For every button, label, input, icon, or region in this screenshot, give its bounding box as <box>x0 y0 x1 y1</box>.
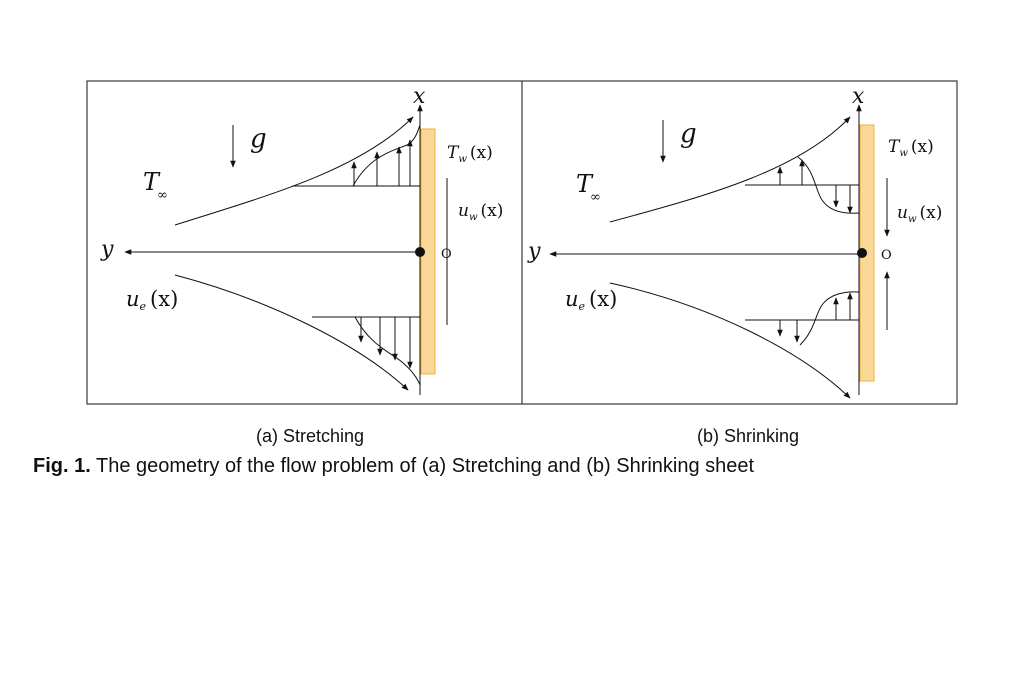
panel-a-caption: (a) Stretching <box>256 426 364 446</box>
panel-a-frame <box>86 80 523 405</box>
y-axis-label: y <box>100 237 114 262</box>
ambient-temperature-label: T∞ <box>576 170 601 205</box>
upper-profile-curve <box>797 156 860 214</box>
lower-boundary-edge <box>609 282 851 399</box>
gravity-label: g <box>250 124 267 154</box>
panel-stretching: x y O g T∞ Tw(x) uw(x) ue(x) <box>86 80 523 446</box>
y-axis-label: y <box>527 239 541 264</box>
external-velocity-label: ue(x) <box>126 287 178 313</box>
origin-dot <box>857 248 867 258</box>
x-axis-label: x <box>852 84 865 109</box>
figure-caption: Fig. 1. The geometry of the flow problem… <box>33 455 755 477</box>
wall-temperature-label: Tw(x) <box>447 143 493 165</box>
x-axis-label: x <box>413 84 426 109</box>
ambient-temperature-label: T∞ <box>143 168 168 203</box>
panel-shrinking: x y O g T∞ Tw(x) uw(x) ue(x) <box>521 80 958 446</box>
panel-b-frame <box>521 80 958 405</box>
figure-caption-text: The geometry of the flow problem of (a) … <box>91 455 755 477</box>
lower-profile-curve <box>799 291 860 346</box>
lower-profile-curve <box>354 316 421 386</box>
upper-boundary-edge <box>609 116 851 223</box>
gravity-label: g <box>680 119 697 149</box>
upper-boundary-edge <box>174 116 414 226</box>
origin-label: O <box>441 247 452 262</box>
wall-temperature-label: Tw(x) <box>888 137 934 159</box>
origin-dot <box>415 247 425 257</box>
origin-label: O <box>881 248 892 263</box>
lower-boundary-edge <box>174 274 409 391</box>
figure-caption-label: Fig. 1. <box>33 455 91 477</box>
external-velocity-label: ue(x) <box>565 287 617 313</box>
wall-velocity-label: uw(x) <box>458 201 503 223</box>
panel-b-caption: (b) Shrinking <box>697 426 799 446</box>
upper-profile-curve <box>352 124 421 187</box>
wall-velocity-label: uw(x) <box>897 203 942 225</box>
